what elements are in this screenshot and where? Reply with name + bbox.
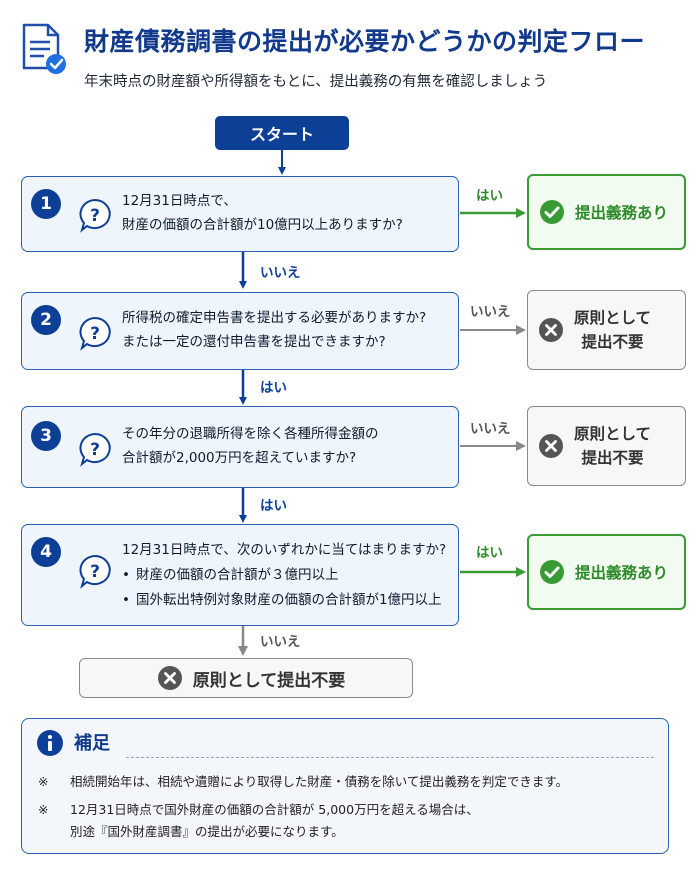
label-q4-yes: はい (476, 545, 503, 561)
label-q4-no: いいえ (260, 634, 301, 650)
question-bullet: 国外転出特例対象財産の価額の合計額が1億円以上 (122, 588, 446, 613)
result-not-required-2: 原則として 提出不要 (527, 290, 686, 370)
svg-text:?: ? (90, 206, 100, 226)
question-bubble-icon: ? (79, 316, 111, 351)
question-text: 12月31日時点で、次のいずれかに当てはまりますか? 財産の価額の合計額が３億円… (122, 538, 446, 613)
note-item-1: ※相続開始年は、相続や遺贈により取得した財産・債務を除いて提出義務を判定できます… (38, 774, 569, 789)
notes-divider (126, 757, 654, 758)
question-card-4: 4 ? 12月31日時点で、次のいずれかに当てはまりますか? 財産の価額の合計額… (21, 524, 459, 626)
question-card-2: 2 ? 所得税の確定申告書を提出する必要がありますか? または一定の還付申告書を… (21, 292, 459, 370)
check-circle-icon (540, 200, 564, 224)
question-bubble-icon: ? (79, 198, 111, 233)
result-final-not-required: 原則として提出不要 (79, 658, 413, 698)
page-title: 財産債務調書の提出が必要かどうかの判定フロー (84, 27, 646, 56)
label-q3-yes: はい (260, 498, 287, 514)
question-bullet: 財産の価額の合計額が３億円以上 (122, 563, 446, 588)
question-text: 所得税の確定申告書を提出する必要がありますか? または一定の還付申告書を提出でき… (122, 310, 427, 350)
page-subtitle: 年末時点の財産額や所得額をもとに、提出義務の有無を確認しましょう (84, 74, 548, 90)
note-item-2: ※12月31日時点で国外財産の価額の合計額が 5,000万円を超える場合は、 別… (38, 802, 479, 839)
result-required-4: 提出義務あり (527, 534, 686, 610)
question-number: 1 (31, 189, 61, 219)
question-card-3: 3 ? その年分の退職所得を除く各種所得金額の 合計額が2,000万円を超えてい… (21, 406, 459, 488)
x-circle-icon (539, 318, 563, 342)
question-number: 4 (31, 537, 61, 567)
label-q2-no: いいえ (470, 304, 511, 320)
x-circle-icon (539, 434, 563, 458)
question-number: 2 (31, 305, 61, 335)
label-q2-yes: はい (260, 380, 287, 396)
result-required-1: 提出義務あり (527, 174, 686, 250)
result-label: 原則として提出不要 (192, 670, 346, 691)
result-label: 提出義務あり (575, 204, 669, 222)
question-bubble-icon: ? (79, 432, 111, 467)
check-circle-icon (540, 560, 564, 584)
result-label: 原則として 提出不要 (574, 309, 652, 351)
svg-text:?: ? (90, 562, 100, 582)
label-q1-no: いいえ (260, 265, 301, 281)
notes-title: 補足 (74, 733, 110, 754)
svg-text:?: ? (90, 324, 100, 344)
x-circle-icon (157, 666, 182, 690)
info-icon (37, 730, 63, 756)
question-number: 3 (31, 421, 61, 451)
result-label: 原則として 提出不要 (574, 425, 652, 467)
document-check-icon (22, 23, 66, 74)
svg-text:?: ? (90, 440, 100, 460)
question-bubble-icon: ? (79, 554, 111, 589)
label-q3-no: いいえ (470, 421, 511, 437)
question-card-1: 1 ? 12月31日時点で、 財産の価額の合計額が10億円以上ありますか? (21, 176, 459, 252)
notes-box: 補足 ※相続開始年は、相続や遺贈により取得した財産・債務を除いて提出義務を判定で… (21, 718, 669, 854)
question-text: 12月31日時点で、 財産の価額の合計額が10億円以上ありますか? (122, 193, 403, 233)
question-text: その年分の退職所得を除く各種所得金額の 合計額が2,000万円を超えていますか? (122, 426, 379, 466)
result-not-required-3: 原則として 提出不要 (527, 406, 686, 486)
start-box: スタート (215, 116, 349, 150)
label-q1-yes: はい (476, 188, 503, 204)
result-label: 提出義務あり (575, 564, 669, 582)
